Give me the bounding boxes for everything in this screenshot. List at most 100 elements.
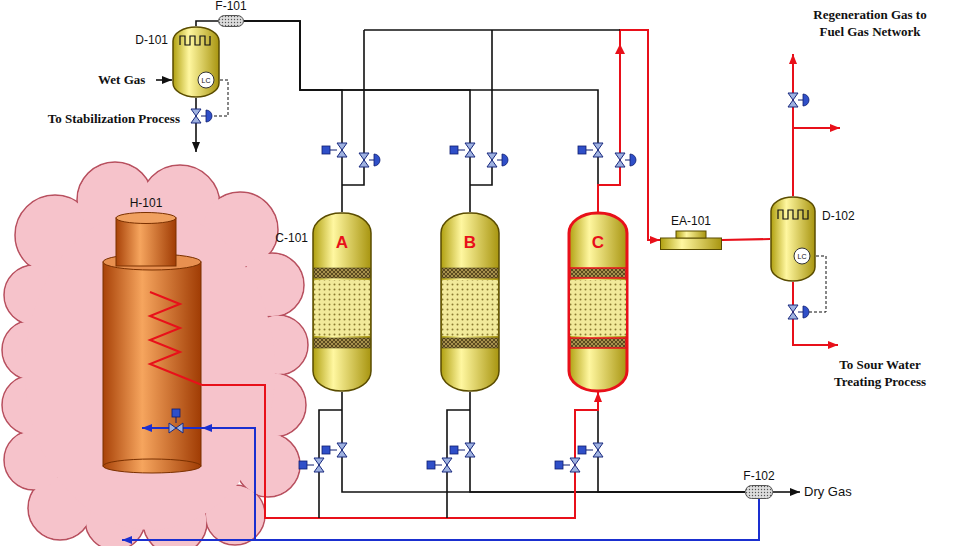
support-layer <box>442 268 498 278</box>
process-line <box>196 21 218 26</box>
control-valve <box>788 305 809 319</box>
stack-top <box>116 213 176 224</box>
equipment-drawing <box>172 26 220 98</box>
valves <box>191 93 809 472</box>
adsorber-column: C <box>568 212 628 392</box>
manual-valve <box>427 458 452 472</box>
stream-label: To Stabilization Process <box>30 110 180 127</box>
regeneration-heater: H-101 <box>102 212 202 474</box>
process-line <box>598 30 660 240</box>
cloud-core <box>25 210 275 530</box>
equipment-drawing <box>218 15 244 27</box>
wet-gas-line <box>156 79 172 81</box>
stream-label: To Sour Water Treating Process <box>815 356 945 390</box>
column-shell <box>569 213 627 391</box>
equipment-drawing <box>102 212 202 474</box>
vessel-body <box>173 27 219 97</box>
cloud-fill <box>3 163 307 546</box>
support-layer <box>570 338 626 348</box>
stabilization-line <box>195 98 197 152</box>
heater-base <box>103 459 201 473</box>
adsorber-column: B <box>440 212 500 392</box>
regeneration-feed-line <box>122 539 255 541</box>
control-valve <box>788 93 809 107</box>
column-letter: B <box>464 234 476 252</box>
process-line <box>244 21 342 212</box>
regeneration-inlet-line <box>447 410 470 518</box>
equipment-tag: EA-101 <box>671 215 711 228</box>
demister-pad <box>180 36 210 45</box>
process-lines <box>156 30 826 518</box>
column-letter: A <box>336 234 348 252</box>
process-line <box>244 21 598 212</box>
manual-valve <box>322 443 347 457</box>
control-valve <box>191 109 212 123</box>
filter-body <box>746 486 773 499</box>
regeneration-outlet-header <box>364 29 620 31</box>
process-line <box>202 385 598 518</box>
support-layer <box>570 268 626 278</box>
manual-valve <box>322 143 347 157</box>
stream-label: Wet Gas <box>98 71 145 88</box>
process-line <box>244 21 470 212</box>
vessel-body <box>771 197 815 281</box>
column-shell <box>313 213 371 391</box>
equipment-tag: F-102 <box>743 470 774 483</box>
support-layer <box>442 338 498 348</box>
air-cooler: EA-101 <box>660 230 722 250</box>
equipment-tag: F-101 <box>215 0 246 13</box>
process-line <box>722 239 770 240</box>
process-line <box>342 392 745 492</box>
manual-valve <box>578 443 603 457</box>
stream-label: Regeneration Gas to Fuel Gas Network <box>800 6 940 40</box>
equipment-drawing <box>745 485 773 499</box>
regeneration-outlet-line <box>342 30 364 185</box>
equipment-tag: D-102 <box>822 210 855 223</box>
equipment-tag: D-101 <box>135 34 168 47</box>
separator-drum: D-101 <box>172 26 220 98</box>
process-line <box>202 428 759 540</box>
instrument-tag: LC <box>798 253 807 260</box>
stream-label: Dry Gas <box>804 484 852 499</box>
equipment-drawing <box>660 230 722 250</box>
adsorbent-bed <box>314 280 370 336</box>
level-controller <box>794 248 810 264</box>
cooler-fan-housing <box>676 231 706 238</box>
equipment-tag: H-101 <box>130 197 163 210</box>
regeneration-outlet-line <box>470 30 492 185</box>
cooler-bundle <box>661 238 722 250</box>
column-letter: C <box>592 234 604 252</box>
manual-valve <box>299 458 324 472</box>
dust-filter: F-102 <box>745 485 773 499</box>
heating-coil <box>150 292 202 385</box>
column-shell <box>441 213 499 391</box>
sour-water-line <box>793 282 838 345</box>
equipment-drawing <box>770 196 816 282</box>
heater-stack <box>116 218 176 266</box>
demister-pad <box>778 210 808 219</box>
regeneration-inlet-line <box>319 410 342 518</box>
heater-body <box>103 262 201 466</box>
fuel-gas-line <box>792 54 794 196</box>
adsorbent-bed <box>442 280 498 336</box>
process-line <box>470 392 745 492</box>
flow-arrow <box>615 44 625 54</box>
adsorbent-bed <box>570 280 626 336</box>
control-valve <box>487 153 508 167</box>
manual-valve <box>169 409 183 433</box>
fuel-gas-branch <box>793 127 840 129</box>
control-valve <box>615 153 636 167</box>
process-line <box>598 392 745 492</box>
instrument-tag: LC <box>202 77 211 84</box>
manual-valve <box>578 143 603 157</box>
manual-valve <box>450 443 475 457</box>
dry-gas-line <box>773 491 800 493</box>
regeneration-separator: D-102 <box>770 196 816 282</box>
manual-valve <box>450 143 475 157</box>
support-layer <box>314 338 370 348</box>
gas-filter: F-101 <box>218 15 244 27</box>
control-valve <box>359 153 380 167</box>
manual-valve <box>555 458 580 472</box>
support-layer <box>314 268 370 278</box>
